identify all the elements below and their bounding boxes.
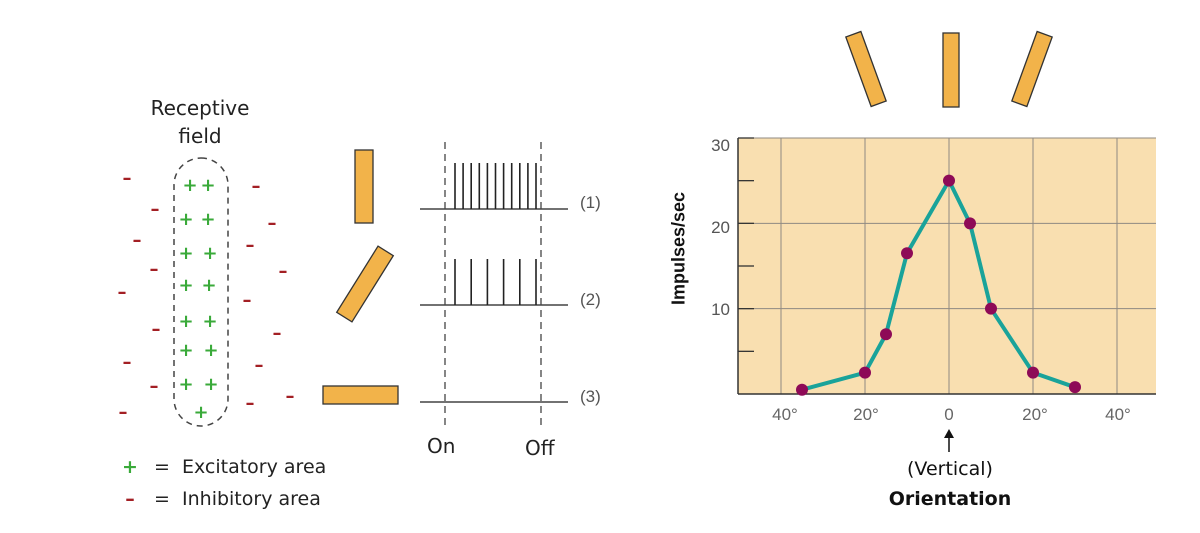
legend-inhibitory: –= Inhibitory area <box>118 488 321 510</box>
excitatory-plus-mark: + <box>200 209 215 230</box>
chart-x-axis-label: Orientation <box>888 488 1012 510</box>
vertical-arrow-icon <box>944 429 954 438</box>
chart-y-axis-label: Impulses/sec <box>668 191 689 306</box>
inhibitory-minus-mark: – <box>273 323 282 344</box>
x-tick-label-pos20: 20° <box>1022 405 1048 424</box>
legend-equals-2: = <box>154 488 170 510</box>
vertical-note: (Vertical) <box>907 458 993 480</box>
excitatory-plus-mark: + <box>203 374 218 395</box>
inhibitory-minus-mark: – <box>255 355 264 376</box>
chart-data-point <box>943 174 955 187</box>
x-tick-label-pos40: 40° <box>1105 405 1131 424</box>
inhibitory-minus-mark: – <box>118 282 127 303</box>
orientation-bar-right <box>1010 30 1054 108</box>
inhibitory-minus-mark: – <box>151 199 160 220</box>
chart-data-point <box>880 328 892 341</box>
excitatory-plus-mark: + <box>193 402 208 423</box>
receptive-field-outline <box>173 157 229 427</box>
excitatory-plus-mark: + <box>200 175 215 196</box>
legend-excitatory: + = Excitatory area <box>118 456 326 478</box>
inhibitory-minus-mark: – <box>150 376 159 397</box>
y-tick-label-20: 20 <box>711 218 730 237</box>
inhibitory-marks: –––––––––––––––––– <box>118 168 295 423</box>
excitatory-label: Excitatory area <box>182 456 327 478</box>
inhibitory-minus-mark: – <box>123 168 132 189</box>
trace-label-1: (1) <box>580 193 601 212</box>
excitatory-plus-mark: + <box>201 275 216 296</box>
excitatory-plus-mark: + <box>182 175 197 196</box>
inhibitory-minus-mark: – <box>243 290 252 311</box>
inhibitory-symbol: – <box>125 488 135 510</box>
inhibitory-minus-mark: – <box>286 386 295 407</box>
excitatory-plus-mark: + <box>178 340 193 361</box>
inhibitory-minus-mark: – <box>152 319 161 340</box>
excitatory-plus-mark: + <box>178 209 193 230</box>
trace-label-3: (3) <box>580 387 601 406</box>
chart-data-point <box>1027 366 1039 379</box>
legend-equals-1: = <box>154 456 170 478</box>
y-tick-label-30: 30 <box>711 136 730 155</box>
stimulus-bar-vertical <box>354 149 374 224</box>
chart-data-point <box>901 247 913 260</box>
inhibitory-label: Inhibitory area <box>182 488 321 510</box>
excitatory-plus-mark: + <box>178 374 193 395</box>
receptive-field-title-line1: Receptive <box>150 96 250 120</box>
excitatory-plus-mark: + <box>202 311 217 332</box>
excitatory-plus-mark: + <box>203 340 218 361</box>
inhibitory-minus-mark: – <box>119 402 128 423</box>
inhibitory-minus-mark: – <box>279 261 288 282</box>
excitatory-symbol: + <box>122 456 138 478</box>
receptive-field-title: Receptive field <box>110 94 290 150</box>
orientation-bar-left <box>844 30 888 108</box>
inhibitory-minus-mark: – <box>123 352 132 373</box>
chart-data-point <box>985 302 997 315</box>
orientation-bar-vertical <box>942 32 960 108</box>
inhibitory-minus-mark: – <box>246 393 255 414</box>
spike-marks <box>454 163 537 305</box>
chart-data-point <box>796 383 808 396</box>
receptive-field-title-line2: field <box>178 124 222 148</box>
off-label: Off <box>525 436 555 460</box>
x-tick-label-neg20: 20° <box>853 405 879 424</box>
x-tick-label-neg40: 40° <box>772 405 798 424</box>
stimulus-bar-oblique <box>335 245 395 323</box>
chart-data-point <box>859 366 871 379</box>
excitatory-plus-mark: + <box>178 243 193 264</box>
excitatory-plus-mark: + <box>178 311 193 332</box>
stimulus-bar-horizontal <box>322 385 399 405</box>
chart-data-point <box>1069 381 1081 394</box>
inhibitory-minus-mark: – <box>133 230 142 251</box>
inhibitory-minus-mark: – <box>252 176 261 197</box>
inhibitory-minus-mark: – <box>268 213 277 234</box>
on-label: On <box>427 434 456 458</box>
inhibitory-minus-mark: – <box>150 259 159 280</box>
inhibitory-minus-mark: – <box>246 235 255 256</box>
excitatory-marks: +++++++++++++++ <box>178 175 218 423</box>
y-tick-label-10: 10 <box>711 300 730 319</box>
excitatory-plus-mark: + <box>178 275 193 296</box>
chart-data-point <box>964 217 976 230</box>
trace-label-2: (2) <box>580 290 601 309</box>
x-tick-label-0: 0 <box>944 405 954 424</box>
orientation-tuning-chart <box>737 137 1156 396</box>
excitatory-plus-mark: + <box>202 243 217 264</box>
